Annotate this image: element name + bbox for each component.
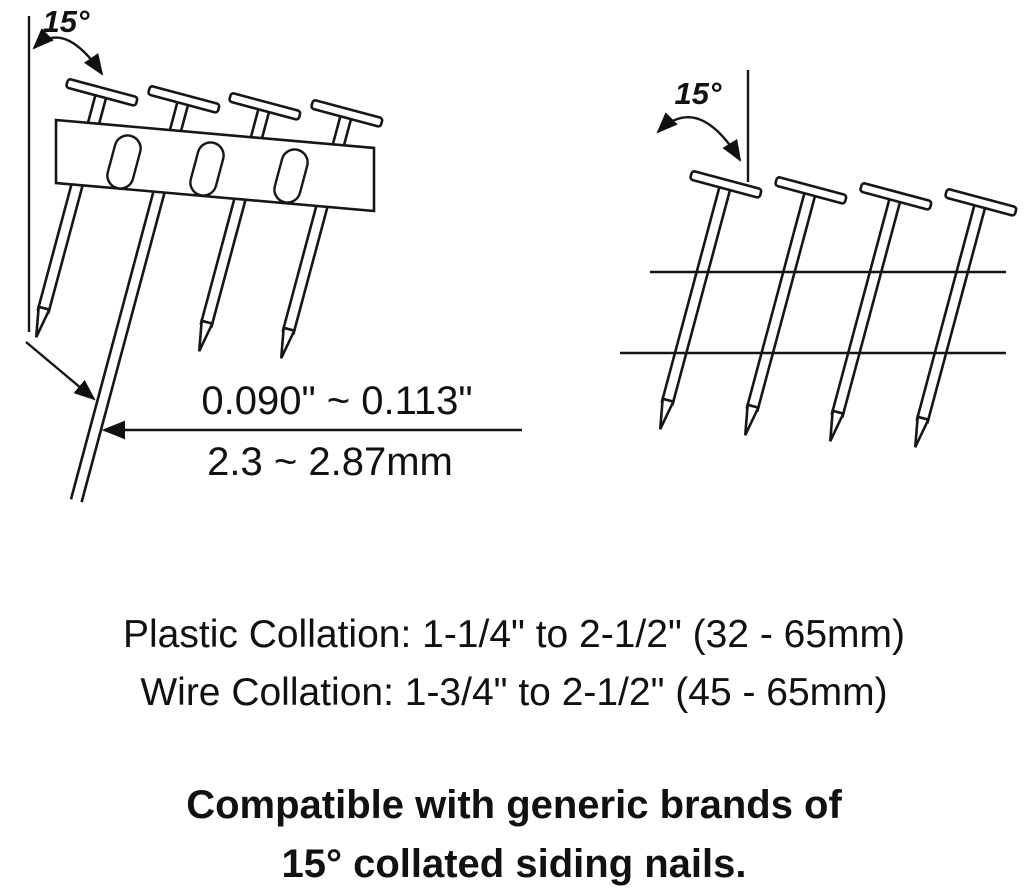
angle-arc [656,112,742,162]
nail-4 [879,187,1019,458]
diameter-mm-label: 2.3 ~ 2.87mm [207,440,453,484]
diameter-arrow-upper [25,341,96,401]
diameter-inches-label: 0.090" ~ 0.113" [201,379,472,423]
nail-1 [624,169,764,440]
plastic-collation-spec: Plastic Collation: 1-1/4" to 2-1/2" (32 … [123,613,905,656]
strip-slot-2 [189,141,225,197]
plastic-collation-diagram: 15° 0.090" ~ 0.113" 2.3 ~ 2.87mm [0,4,522,512]
wire-collation-diagram: 15° [620,70,1019,458]
angle-arc [32,28,104,76]
compatibility-note: Compatible with generic brands of 15° co… [0,776,1028,894]
strip-slot-3 [273,148,309,204]
compatibility-note-line-2: 15° collated siding nails. [281,842,747,886]
wire-collation-spec: Wire Collation: 1-3/4" to 2-1/2" (45 - 6… [140,671,888,714]
nail-3 [794,181,934,452]
angle-label: 15° [43,4,90,39]
nail-2 [709,175,849,446]
compatibility-note-line-1: Compatible with generic brands of [186,783,842,827]
strip-slot-1 [106,134,142,190]
collation-specs: Plastic Collation: 1-1/4" to 2-1/2" (32 … [0,606,1028,722]
nail-1 [0,77,140,348]
angle-label: 15° [675,76,722,111]
diagrams-svg: 15° 0.090" ~ 0.113" 2.3 ~ 2.87mm 15° [0,4,1019,512]
